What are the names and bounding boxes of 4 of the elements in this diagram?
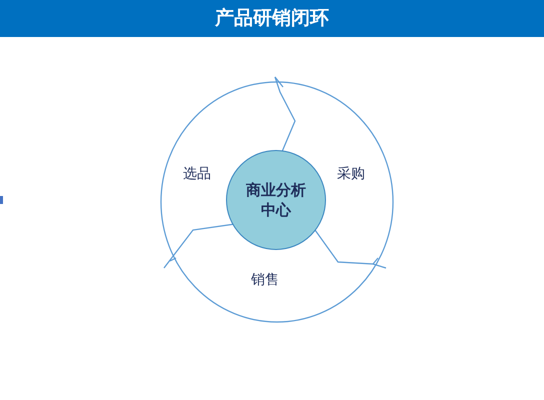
center-label: 商业分析中心 xyxy=(245,180,307,220)
segment-label: 销售 xyxy=(251,273,279,287)
title: 产品研销闭环 xyxy=(215,9,329,28)
segment-label: 选品 xyxy=(183,167,211,181)
